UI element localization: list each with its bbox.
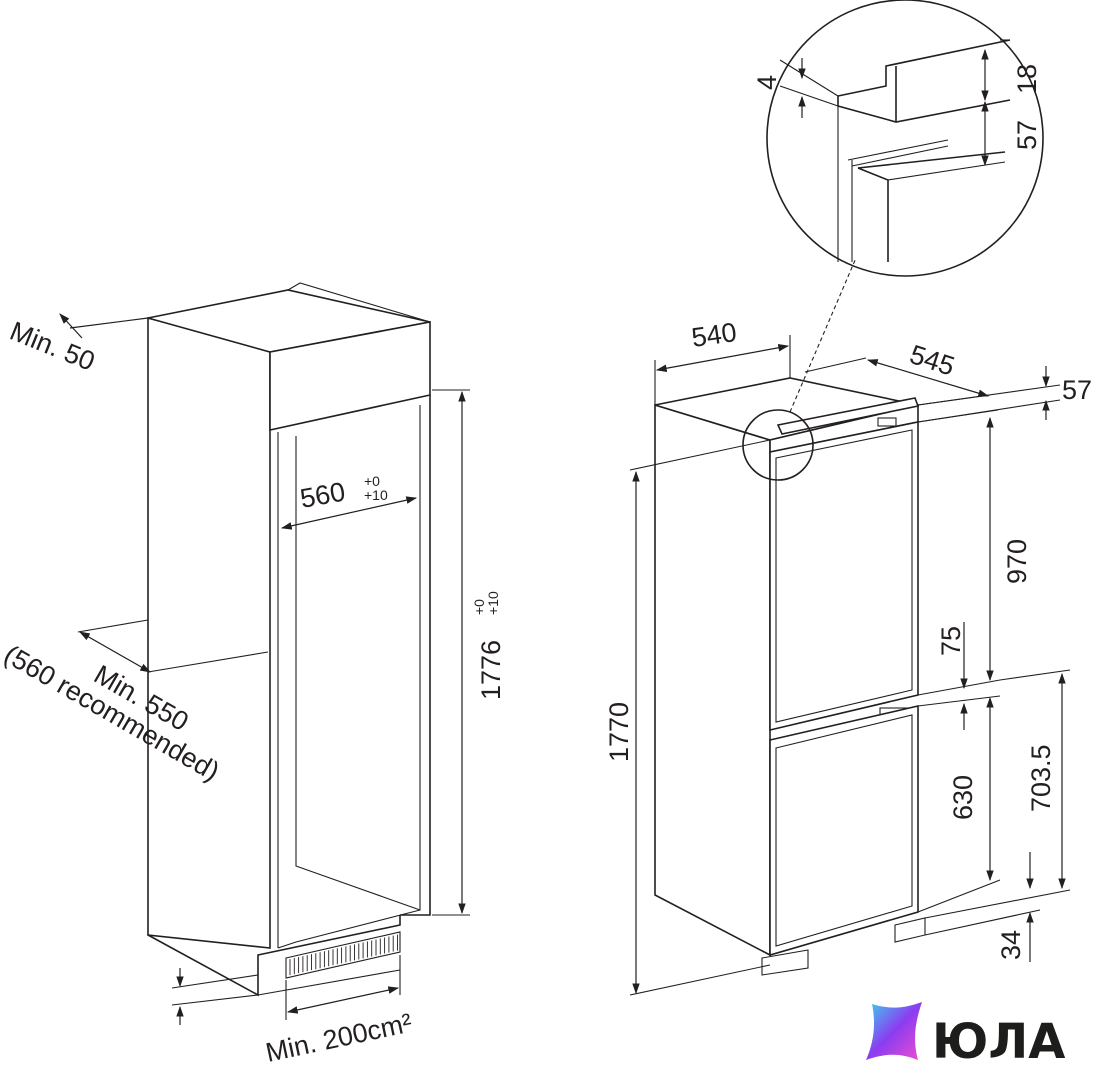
cabinet-niche-drawing <box>147 282 431 997</box>
front-left-foot-icon <box>761 949 809 976</box>
door-gap-label: 75 <box>936 626 966 656</box>
upper-door-height-dimension: 970 <box>917 409 1032 696</box>
niche-width-dimension: 560 +0 +10 <box>280 473 418 530</box>
plinth-gap-dimension <box>171 968 259 1025</box>
niche-width-tol-bottom: +10 <box>364 487 388 503</box>
brand-name: ЮЛА <box>932 1014 1065 1065</box>
detail-top-thickness-label: 18 <box>1012 64 1042 94</box>
lower-door-height-label: 630 <box>948 775 978 820</box>
detail-top-height-label: 57 <box>1012 120 1042 150</box>
vent-grille <box>285 931 401 979</box>
appliance-top-height-label: 57 <box>1062 375 1092 405</box>
min-top-gap-dimension: Min. 50 <box>6 313 149 377</box>
detail-gap-label: 4 <box>752 75 782 90</box>
appliance-width-label: 540 <box>690 317 739 353</box>
detail-top-dimensions: 18 57 <box>981 39 1042 167</box>
door-gap-dimension: 75 <box>917 622 1001 730</box>
brand-logo-icon <box>866 1002 922 1060</box>
brand-logo: ЮЛА <box>866 1002 1065 1065</box>
lower-section-height-label: 703.5 <box>1026 744 1056 812</box>
niche-width-tol-top: +0 <box>364 473 380 489</box>
niche-height-tol-bottom: +10 <box>485 591 501 615</box>
lower-door-height-dimension: 630 <box>917 696 1001 913</box>
upper-hinge-icon <box>877 417 897 427</box>
appliance-drawing <box>654 377 926 976</box>
appliance-height-label: 1770 <box>604 702 634 762</box>
appliance-depth-label: 545 <box>906 339 958 381</box>
niche-height-label: 1776 <box>476 640 506 700</box>
appliance-width-dimension: 540 <box>654 317 791 405</box>
niche-height-dimension: 1776 +0 +10 <box>432 389 506 916</box>
foot-height-label: 34 <box>996 930 1026 960</box>
lower-section-height-dimension: 703.5 <box>924 669 1071 919</box>
detail-gap-dimension: 4 <box>752 58 806 118</box>
appliance-depth-dimension: 545 <box>804 339 991 406</box>
foot-height-dimension: 34 <box>924 852 1041 962</box>
detail-callout <box>742 0 1044 481</box>
appliance-height-dimension: 1770 <box>604 439 771 996</box>
niche-height-tol-top: +0 <box>471 599 487 615</box>
front-right-foot-icon <box>894 917 926 943</box>
niche-width-label: 560 <box>298 477 348 514</box>
upper-door-height-label: 970 <box>1002 539 1032 584</box>
min-top-gap-label: Min. 50 <box>6 316 99 377</box>
